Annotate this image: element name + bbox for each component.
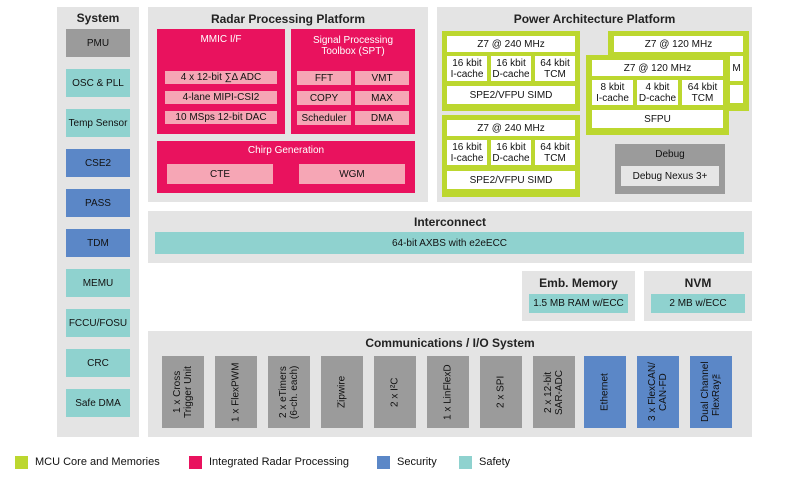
core3-title: Z7 @ 120 MHz <box>592 60 723 76</box>
crc-block: CRC <box>66 349 130 377</box>
spt-vmt: VMT <box>355 71 409 85</box>
mmic-adc: 4 x 12-bit ∑∆ ADC <box>165 71 277 84</box>
emb-memory-title: Emb. Memory <box>539 276 618 290</box>
spt-max: MAX <box>355 91 409 105</box>
legend-swatch-mcu <box>15 456 28 469</box>
legend-label-security: Security <box>397 456 437 468</box>
linflexd: 1 x LinFlexD <box>427 356 469 428</box>
legend-swatch-security <box>377 456 390 469</box>
nvm-title: NVM <box>684 276 712 290</box>
core2-icache: 16 kbit I-cache <box>447 140 487 165</box>
mmic-if-block: MMIC I/F 4 x 12-bit ∑∆ ADC 4-lane MIPI-C… <box>157 29 285 134</box>
spt-copy: COPY <box>297 91 351 105</box>
chirp-cte: CTE <box>167 164 273 184</box>
spi: 2 x SPI <box>480 356 522 428</box>
mmic-title: MMIC I/F <box>200 33 242 45</box>
chirp-generation-block: Chirp Generation CTE WGM <box>157 141 415 193</box>
i2c: 2 x I²C <box>374 356 416 428</box>
core3-back-tcm-edge: M <box>730 56 743 81</box>
pass-block: PASS <box>66 189 130 217</box>
core3-tcm: 64 kbit TCM <box>682 80 723 105</box>
spt-dma: DMA <box>355 111 409 125</box>
pmu-block: PMU <box>66 29 130 57</box>
power-panel: Power Architecture Platform Z7 @ 240 MHz… <box>437 7 752 202</box>
core3-dcache: 4 kbit D-cache <box>637 80 678 105</box>
fccu-fosu-block: FCCU/FOSU <box>66 309 130 337</box>
axbs-bus: 64-bit AXBS with e2eECC <box>155 232 744 254</box>
sar-adc: 2 x 12-bit SAR-ADC <box>533 356 575 428</box>
temp-sensor-block: Temp Sensor <box>66 109 130 137</box>
core2-dcache: 16 kbit D-cache <box>491 140 531 165</box>
core3-icache: 8 kbit I-cache <box>592 80 633 105</box>
etimers: 2 x eTimers (6-ch. each) <box>268 356 310 428</box>
spt-title: Signal Processing Toolbox (SPT) <box>312 35 394 57</box>
core1-title: Z7 @ 240 MHz <box>447 36 575 52</box>
debug-title: Debug <box>655 148 685 160</box>
flexpwm: 1 x FlexPWM <box>215 356 257 428</box>
comm-panel: Communications / I/O System 1 x Cross Tr… <box>148 331 752 437</box>
core1-tcm: 64 kbit TCM <box>535 56 575 81</box>
core1-dcache: 16 kbit D-cache <box>491 56 531 81</box>
core2-simd: SPE2/VFPU SIMD <box>447 171 575 189</box>
debug-nexus: Debug Nexus 3+ <box>621 166 719 186</box>
chirp-title: Chirp Generation <box>247 144 325 156</box>
interconnect-title: Interconnect <box>413 215 486 229</box>
core1-simd: SPE2/VFPU SIMD <box>447 86 575 104</box>
tdm-block: TDM <box>66 229 130 257</box>
interconnect-panel: Interconnect 64-bit AXBS with e2eECC <box>148 211 752 263</box>
flexray: Dual Channel FlexRay™ <box>690 356 732 428</box>
legend-label-mcu: MCU Core and Memories <box>35 456 160 468</box>
core2-title: Z7 @ 240 MHz <box>447 120 575 136</box>
spt-fft: FFT <box>297 71 351 85</box>
core-z7-120: Z7 @ 120 MHz 8 kbit I-cache 4 kbit D-cac… <box>586 55 729 135</box>
core-z7-240-a: Z7 @ 240 MHz 16 kbit I-cache 16 kbit D-c… <box>442 31 580 111</box>
flexcan: 3 x FlexCAN/ CAN-FD <box>637 356 679 428</box>
system-title: System <box>76 11 120 25</box>
core-z7-240-b: Z7 @ 240 MHz 16 kbit I-cache 16 kbit D-c… <box>442 115 580 197</box>
legend-swatch-radar <box>189 456 202 469</box>
core3-sfpu: SFPU <box>592 110 723 128</box>
legend-label-radar: Integrated Radar Processing <box>209 456 350 468</box>
radar-panel: Radar Processing Platform MMIC I/F 4 x 1… <box>148 7 428 202</box>
cse2-block: CSE2 <box>66 149 130 177</box>
safe-dma-block: Safe DMA <box>66 389 130 417</box>
chirp-wgm: WGM <box>299 164 405 184</box>
nvm-panel: NVM 2 MB w/ECC <box>644 271 752 321</box>
debug-block: Debug Debug Nexus 3+ <box>615 144 725 194</box>
ethernet: Ethernet <box>584 356 626 428</box>
spt-scheduler: Scheduler <box>297 111 351 125</box>
legend-swatch-safety <box>459 456 472 469</box>
mmic-mipi: 4-lane MIPI-CSI2 <box>165 91 277 104</box>
power-title: Power Architecture Platform <box>513 12 676 26</box>
osc-pll-block: OSC & PLL <box>66 69 130 97</box>
radar-title: Radar Processing Platform <box>210 12 366 26</box>
system-panel: System PMU OSC & PLL Temp Sensor CSE2 PA… <box>57 7 139 437</box>
comm-title: Communications / I/O System <box>365 336 535 350</box>
mmic-dac: 10 MSps 12-bit DAC <box>165 111 277 124</box>
core3-back-unit-edge <box>730 85 743 103</box>
cross-trigger-unit: 1 x Cross Trigger Unit <box>162 356 204 428</box>
spt-block: Signal Processing Toolbox (SPT) FFT VMT … <box>291 29 415 134</box>
core3-back-title: Z7 @ 120 MHz <box>614 36 743 52</box>
flash-block: 2 MB w/ECC <box>651 294 745 313</box>
core1-icache: 16 kbit I-cache <box>447 56 487 81</box>
zipwire: Zipwire <box>321 356 363 428</box>
memu-block: MEMU <box>66 269 130 297</box>
ram-block: 1.5 MB RAM w/ECC <box>529 294 628 313</box>
emb-memory-panel: Emb. Memory 1.5 MB RAM w/ECC <box>522 271 635 321</box>
legend-label-safety: Safety <box>479 456 511 468</box>
core2-tcm: 64 kbit TCM <box>535 140 575 165</box>
